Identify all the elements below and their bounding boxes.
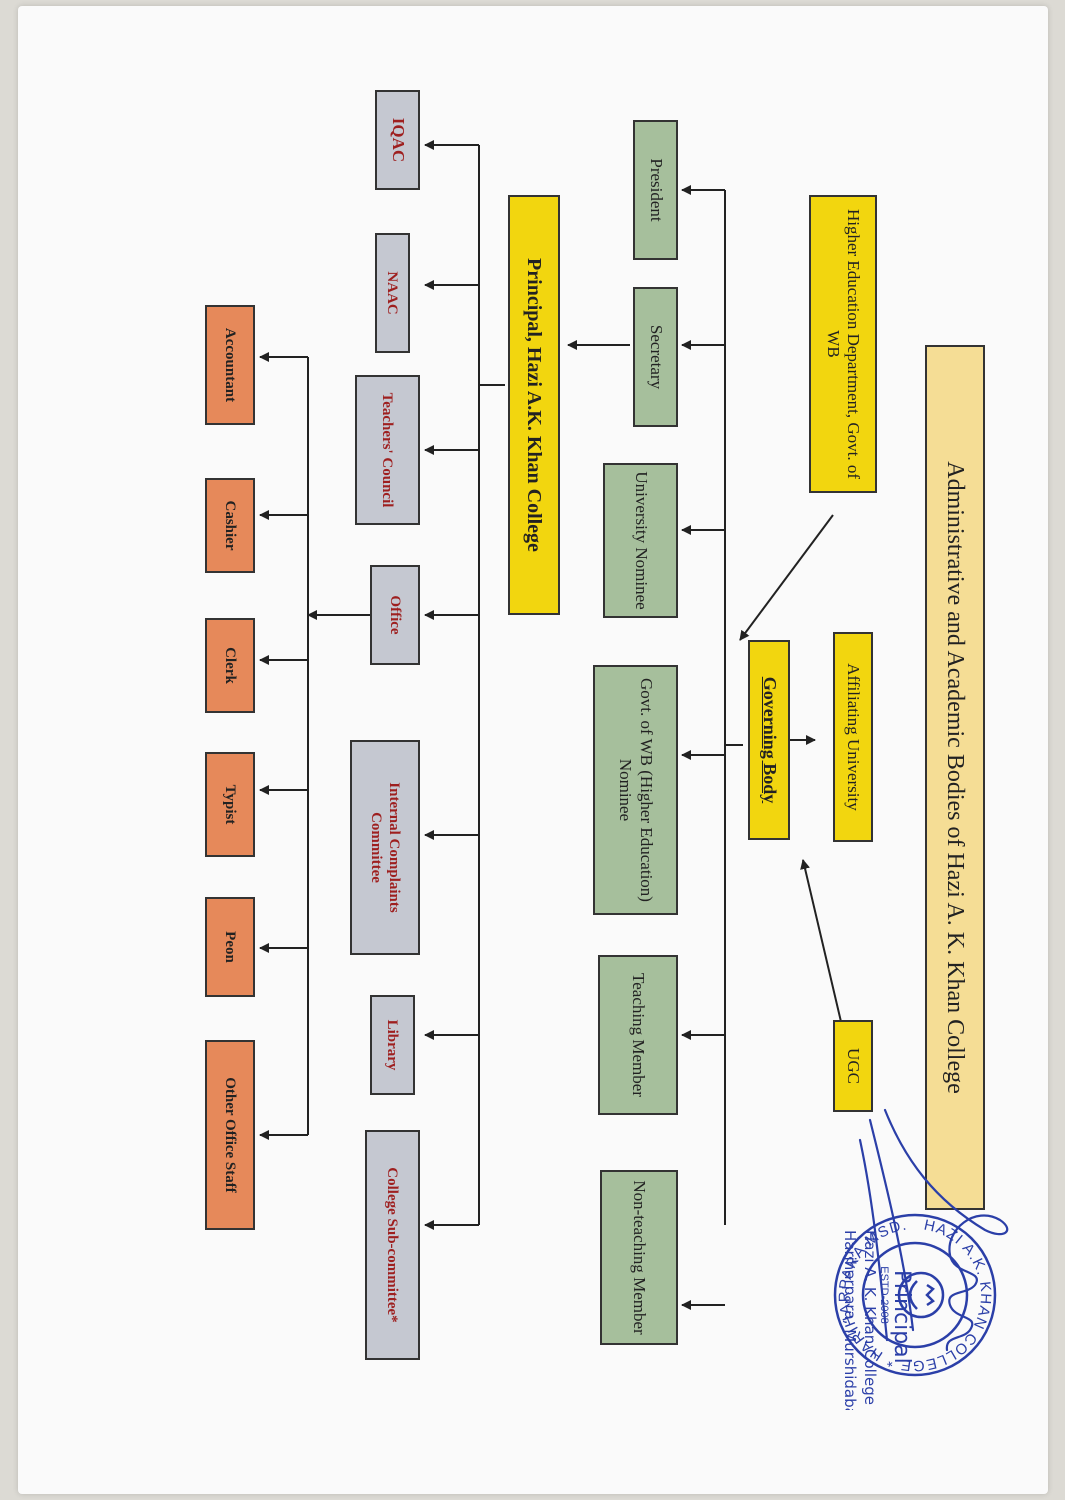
member-non-teaching: Non-teaching Member (600, 1170, 678, 1345)
body-iqac: IQAC (375, 90, 420, 190)
affiliating-university-box: Affiliating University (833, 632, 873, 842)
body-college-sub-committee: College Sub-committee* (365, 1130, 420, 1360)
staff-typist: Typist (205, 752, 255, 857)
signature-title: Principal (889, 1270, 914, 1364)
staff-accountant: Accountant (205, 305, 255, 425)
governing-body-box: Governing Body (748, 640, 790, 840)
principal-box: Principal, Hazi A.K. Khan College (508, 195, 560, 615)
body-teachers-council: Teachers' Council (355, 375, 420, 525)
staff-cashier: Cashier (205, 478, 255, 573)
member-govt-nominee: Govt. of WB (Higher Education) Nominee (593, 665, 678, 915)
body-office: Office (370, 565, 420, 665)
body-naac: NAAC (375, 233, 410, 353)
member-teaching: Teaching Member (598, 955, 678, 1115)
body-library: Library (370, 995, 415, 1095)
member-president: President (633, 120, 678, 260)
staff-peon: Peon (205, 897, 255, 997)
member-university-nominee: University Nominee (603, 463, 678, 618)
signature-college: Hazi A. K. Khan College (861, 1230, 879, 1405)
staff-other-office-staff: Other Office Staff (205, 1040, 255, 1230)
principal-signature: Principal Hazi A. K. Khan College Hariha… (841, 1108, 1009, 1410)
higher-education-dept-box: Higher Education Department, Govt. of WB (809, 195, 877, 493)
body-internal-complaints-committee: Internal Complaints Committee (350, 740, 420, 955)
staff-clerk: Clerk (205, 618, 255, 713)
member-secretary: Secretary (633, 287, 678, 427)
college-seal-stamp: HAZI A.K. KHAN COLLEGE * HARIHARPARA MSD… (833, 1205, 1005, 1377)
signature-address: Hariharpara, Murshidabad (841, 1230, 859, 1410)
